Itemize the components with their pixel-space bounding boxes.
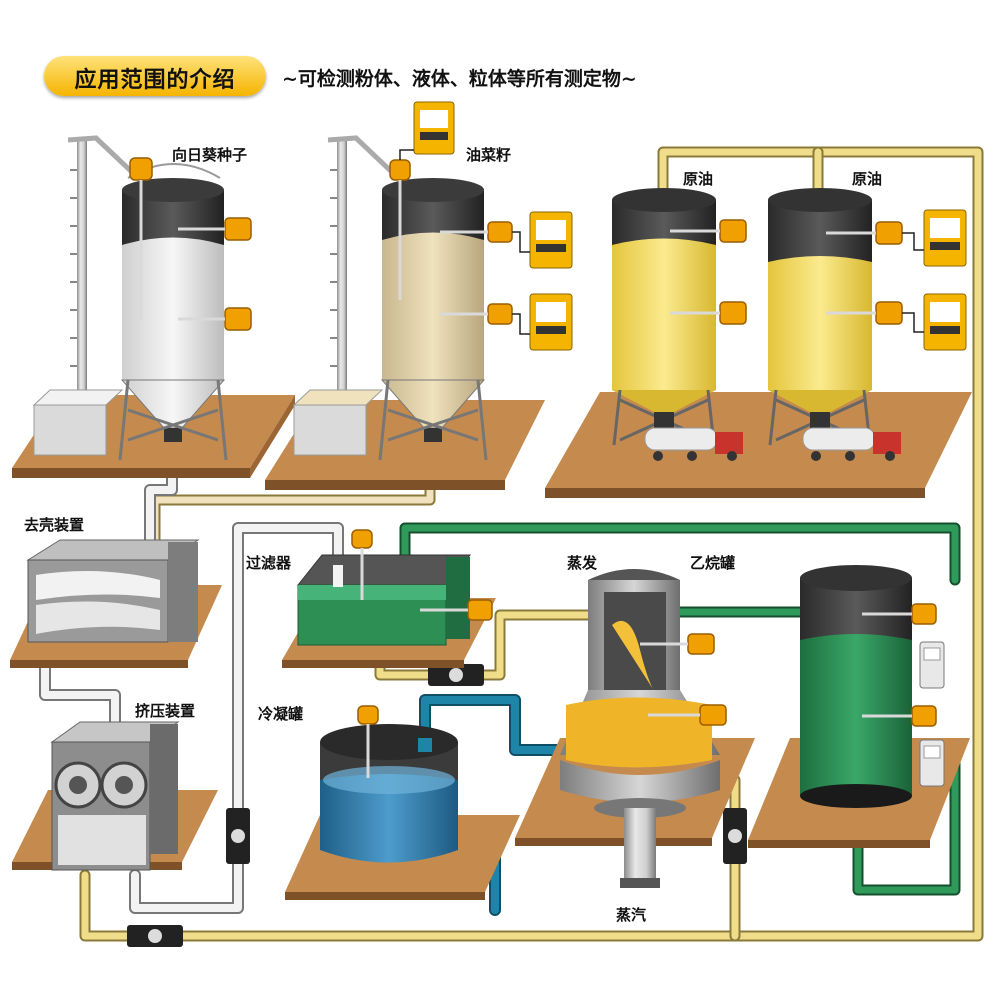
page-subtitle: ~可检测粉体、液体、粒体等所有测定物~	[282, 68, 637, 90]
label-sunflower-seeds: 向日葵种子	[172, 146, 248, 164]
condenser-tank	[320, 724, 458, 863]
page-title: 应用范围的介绍	[74, 68, 236, 93]
flow-meter-icon	[226, 808, 250, 864]
sunflower-seed-silo	[32, 135, 228, 461]
tanker-truck	[644, 427, 743, 461]
hexane-tank	[800, 565, 912, 808]
label-crude-oil-right: 原油	[852, 170, 883, 188]
label-extruder: 挤压装置	[135, 702, 196, 720]
label-steam: 蒸汽	[616, 906, 647, 924]
signal-wire	[399, 149, 924, 335]
crude-oil-tank-right	[768, 188, 872, 446]
control-unit-icon	[923, 209, 967, 267]
extruder-unit	[50, 721, 180, 871]
control-unit-icon	[919, 739, 945, 787]
label-filter: 过滤器	[246, 554, 292, 572]
control-unit-icon	[529, 211, 573, 269]
label-rapeseed: 油菜籽	[466, 146, 512, 164]
flow-meter-icon	[723, 808, 747, 864]
control-unit-icon	[919, 641, 945, 689]
label-condenser-tank: 冷凝罐	[258, 705, 304, 723]
filter-unit	[296, 554, 472, 646]
control-unit-icon	[923, 293, 967, 351]
control-unit-icon	[529, 293, 573, 351]
label-crude-oil-left: 原油	[683, 170, 714, 188]
sensor-probe	[139, 180, 912, 778]
title-badge	[44, 56, 266, 96]
rapeseed-silo	[292, 135, 488, 461]
tanker-truck	[802, 427, 901, 461]
evaporator-unit	[560, 569, 720, 888]
flow-meter-icon	[127, 925, 183, 947]
control-unit-icon	[413, 101, 455, 155]
dehuller-unit	[26, 539, 200, 643]
label-dehuller: 去壳装置	[24, 516, 85, 534]
label-hexane-tank: 乙烷罐	[690, 554, 736, 572]
platform	[545, 392, 972, 498]
flow-meter-icon	[428, 664, 484, 686]
label-evaporation: 蒸发	[567, 554, 598, 572]
